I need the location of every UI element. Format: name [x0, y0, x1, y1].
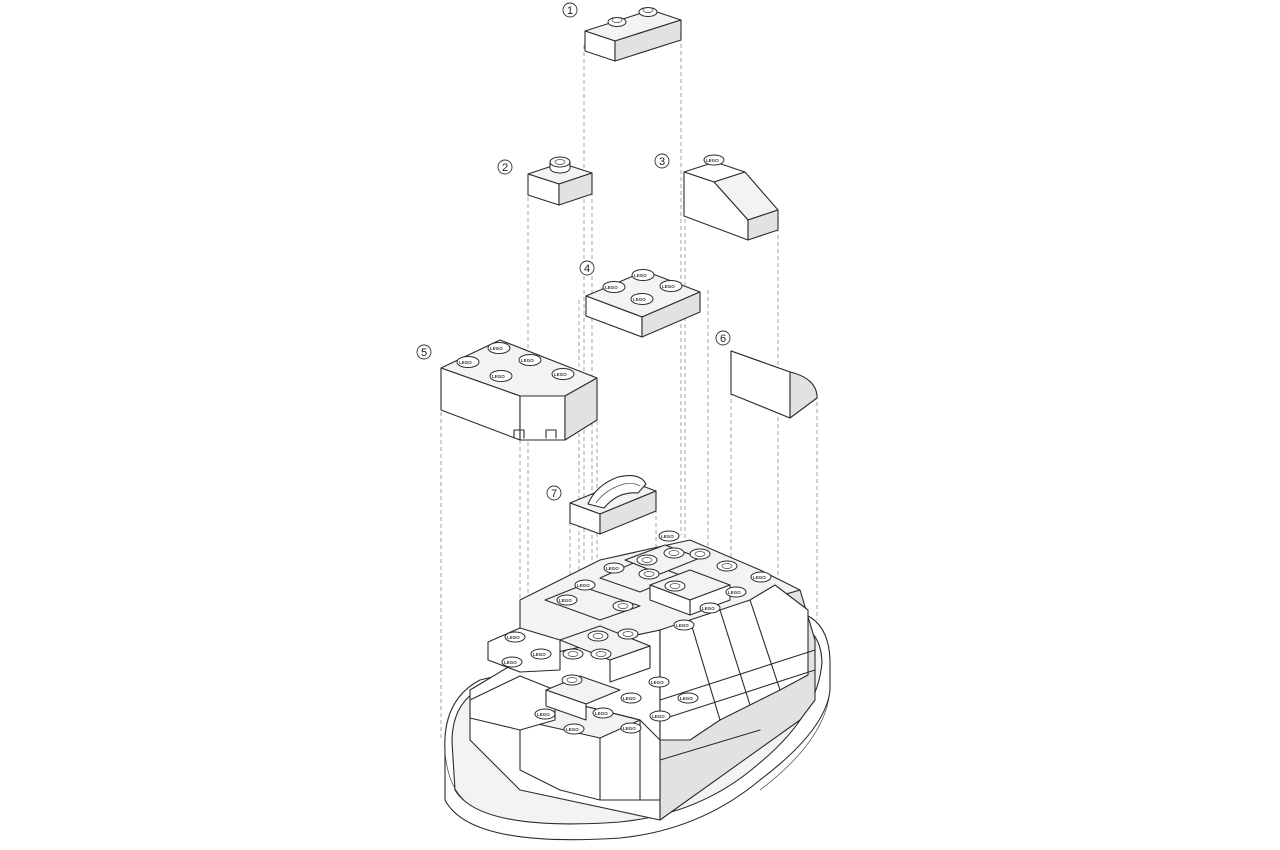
stud-logo: LEGO — [507, 635, 520, 640]
part-6-curved-tile — [730, 350, 818, 419]
callout-2: 2 — [497, 159, 513, 175]
stud: LEGO — [489, 370, 513, 382]
stud — [638, 7, 658, 17]
stud: LEGO — [534, 708, 556, 720]
stud-logo: LEGO — [554, 372, 567, 377]
callout-6: 6 — [715, 330, 731, 346]
stud: LEGO — [630, 293, 654, 305]
base-studs-logo: LEGO LEGO LEGO LEGO LEGO LEGO LEGO LEGO … — [501, 530, 772, 735]
stud: LEGO — [750, 571, 772, 583]
callout-5: 5 — [416, 344, 432, 360]
stud: LEGO — [649, 710, 671, 722]
stud-logo: LEGO — [706, 158, 719, 163]
part-3-slope-brick: LEGO — [683, 154, 779, 241]
callout-6-number: 6 — [720, 333, 726, 345]
stud-logo: LEGO — [651, 680, 664, 685]
stud-logo: LEGO — [492, 374, 505, 379]
stud: LEGO — [659, 280, 683, 292]
stud-logo: LEGO — [537, 712, 550, 717]
callout-7: 7 — [546, 485, 562, 501]
part-1-brick-1x2 — [584, 7, 682, 62]
callout-7-number: 7 — [551, 488, 557, 500]
stud: LEGO — [677, 692, 699, 704]
stud: LEGO — [551, 368, 575, 380]
stud-logo: LEGO — [633, 297, 646, 302]
stud-logo: LEGO — [559, 598, 572, 603]
stud: LEGO — [620, 692, 642, 704]
stud-logo: LEGO — [702, 606, 715, 611]
stud-logo: LEGO — [459, 360, 472, 365]
stud — [549, 156, 571, 174]
stud: LEGO — [699, 602, 721, 614]
part-4-plate-2x2: LEGO LEGO LEGO LEGO — [585, 269, 701, 338]
stud-logo: LEGO — [676, 623, 689, 628]
stud-logo: LEGO — [605, 285, 618, 290]
callout-3-number: 3 — [659, 156, 665, 168]
stud: LEGO — [603, 562, 625, 574]
stud: LEGO — [501, 656, 523, 668]
callout-1: 1 — [562, 2, 578, 18]
stud: LEGO — [620, 722, 642, 734]
stud: LEGO — [658, 530, 680, 542]
stud: LEGO — [456, 356, 480, 368]
stud-logo: LEGO — [504, 660, 517, 665]
callout-2-number: 2 — [502, 162, 508, 174]
stud: LEGO — [518, 354, 542, 366]
stud-logo: LEGO — [652, 714, 665, 719]
stud: LEGO — [563, 723, 585, 735]
stud-logo: LEGO — [634, 273, 647, 278]
stud: LEGO — [504, 631, 526, 643]
stud: LEGO — [602, 281, 626, 293]
stud: LEGO — [487, 342, 511, 354]
stud: LEGO — [631, 269, 655, 281]
stud-logo: LEGO — [623, 696, 636, 701]
stud: LEGO — [574, 579, 596, 591]
stud-logo: LEGO — [680, 696, 693, 701]
stud: LEGO — [592, 707, 614, 719]
stud — [607, 17, 627, 27]
stud-logo: LEGO — [662, 284, 675, 289]
callout-1-number: 1 — [567, 5, 573, 17]
stud: LEGO — [725, 586, 747, 598]
stud: LEGO — [673, 619, 695, 631]
stud: LEGO — [703, 154, 725, 166]
callout-4-number: 4 — [584, 263, 590, 275]
part-7-windscreen-tile — [569, 475, 657, 535]
callout-3: 3 — [654, 153, 670, 169]
stud-logo: LEGO — [606, 566, 619, 571]
callout-4: 4 — [579, 260, 595, 276]
stud: LEGO — [530, 648, 552, 660]
stud-logo: LEGO — [728, 590, 741, 595]
stud-logo: LEGO — [623, 726, 636, 731]
stud-logo: LEGO — [490, 346, 503, 351]
stud-logo: LEGO — [595, 711, 608, 716]
stud-logo: LEGO — [533, 652, 546, 657]
callout-5-number: 5 — [421, 347, 427, 359]
stud: LEGO — [648, 676, 670, 688]
base-studs-hollow — [561, 547, 738, 686]
stud-logo: LEGO — [753, 575, 766, 580]
stud-logo: LEGO — [577, 583, 590, 588]
stud-logo: LEGO — [661, 534, 674, 539]
stud-logo: LEGO — [566, 727, 579, 732]
stud: LEGO — [556, 594, 578, 606]
stud-logo: LEGO — [521, 358, 534, 363]
part-5-wedge-brick: LEGO LEGO LEGO LEGO LEGO — [440, 339, 598, 441]
base-assembly: LEGO LEGO LEGO LEGO LEGO LEGO LEGO LEGO … — [444, 530, 831, 841]
part-2-brick-1x1 — [527, 156, 593, 206]
